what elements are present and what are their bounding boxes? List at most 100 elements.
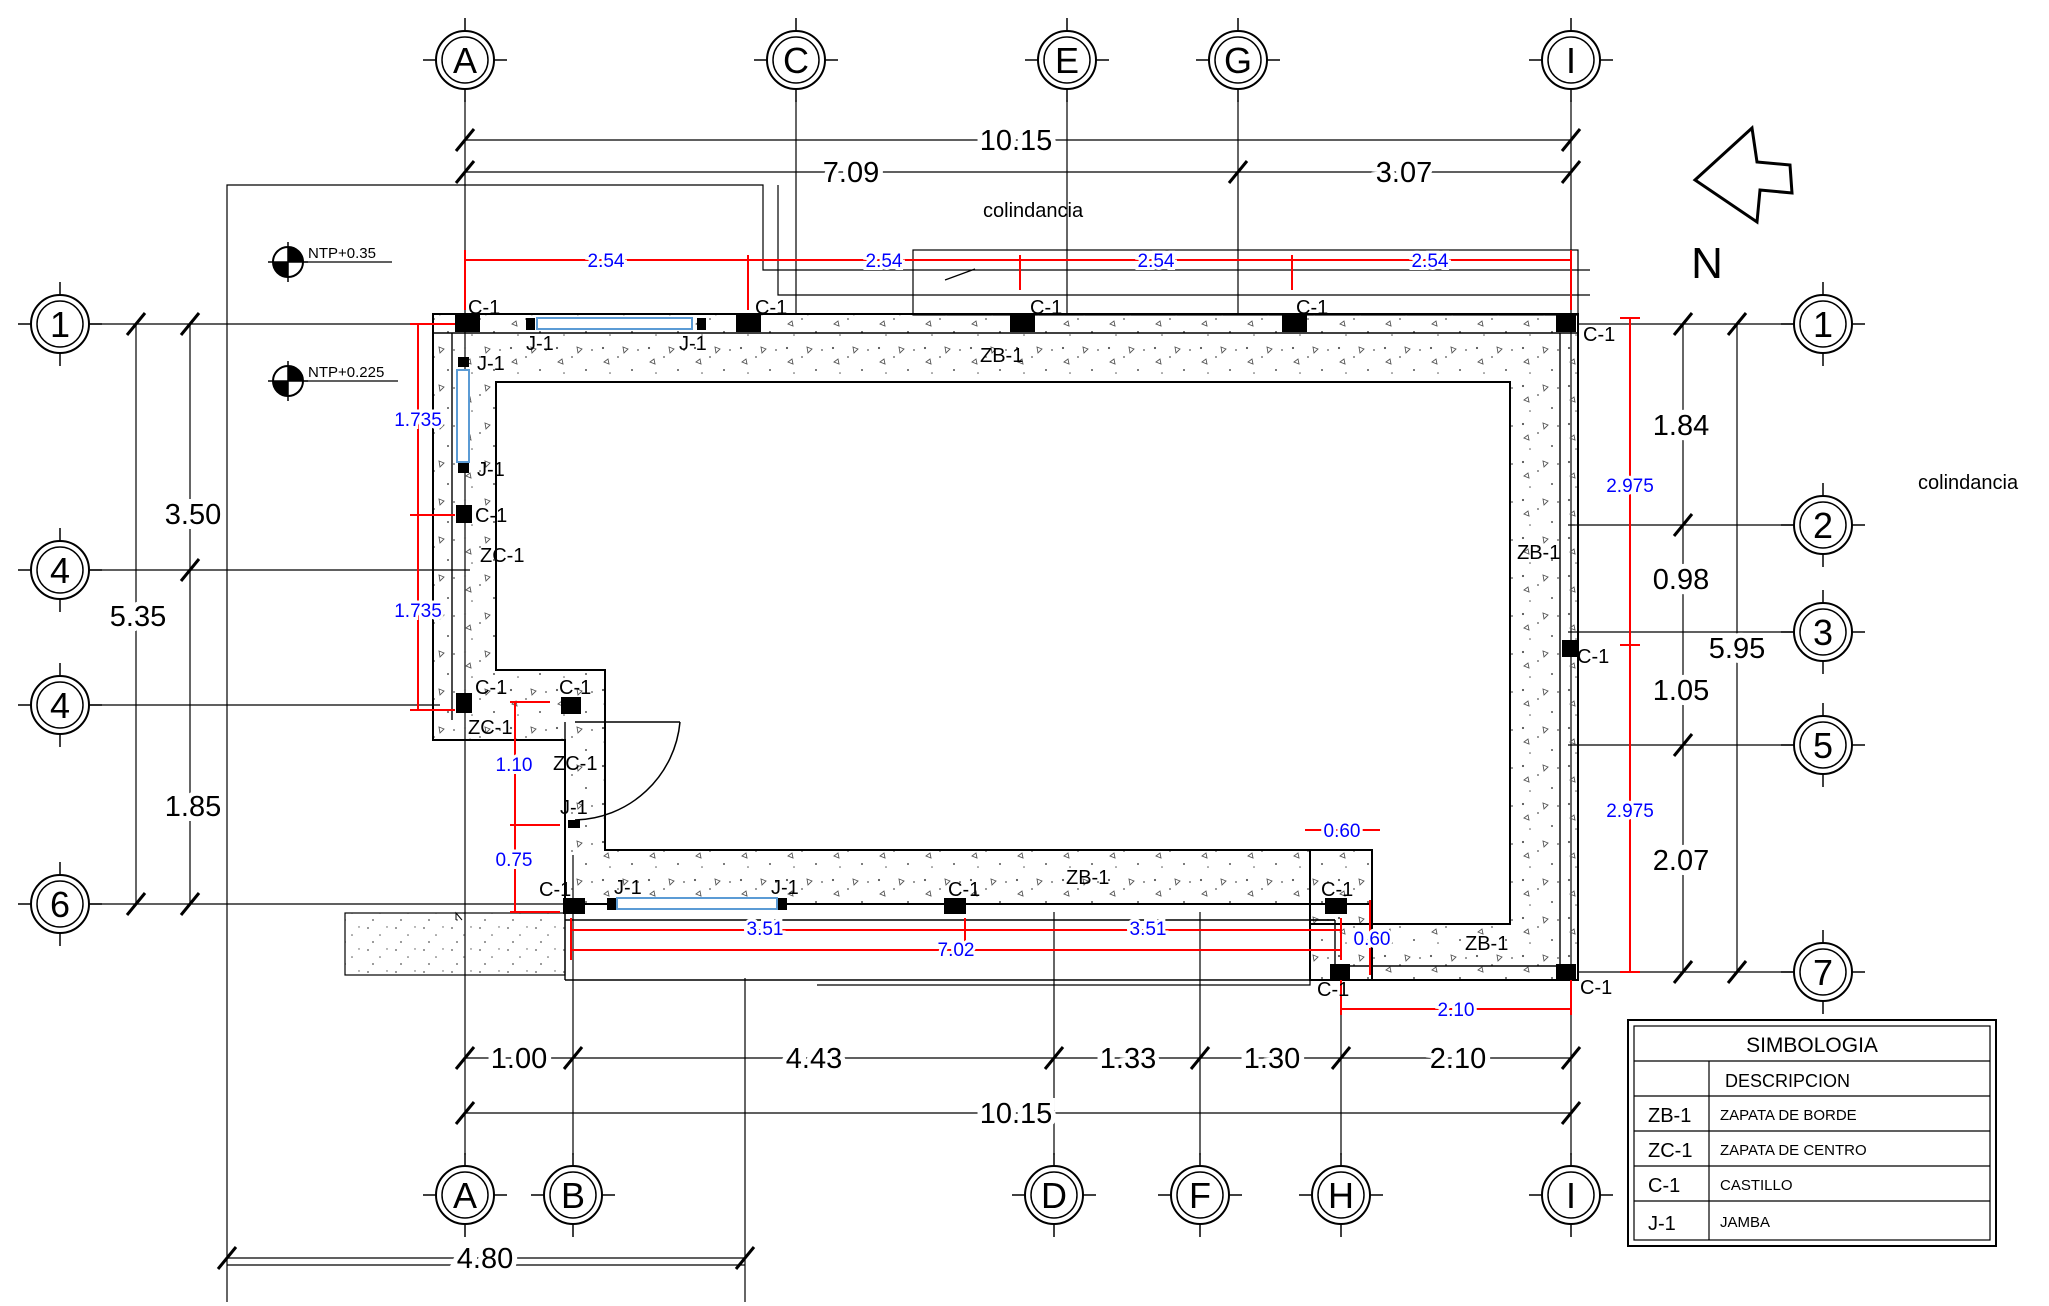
grid-bubble-bottom: H <box>1299 1153 1383 1237</box>
dim-bot-480: 4.80 <box>457 1243 513 1275</box>
tag-j1: J-1 <box>526 333 554 355</box>
tag-j1: J-1 <box>614 877 642 899</box>
column-c1 <box>1556 315 1576 332</box>
window-bottom <box>616 897 778 910</box>
grid-bubble-left: 1 <box>18 282 102 366</box>
tag-c1: C-1 <box>1583 324 1615 346</box>
element-tags: C-1 C-1 C-1 C-1 C-1 C-1 C-1 C-1 C-1 C-1 … <box>468 297 1615 1001</box>
dim-left-535: 5.35 <box>110 601 166 633</box>
colindancia-right: colindancia <box>1918 472 2019 494</box>
tag-zb1: ZB-1 <box>1066 867 1109 889</box>
dim-blue-corner-3: 2.10 <box>1438 1000 1475 1021</box>
grid-bubble-label: D <box>1041 1175 1067 1216</box>
columns <box>455 315 1578 980</box>
tag-c1: C-1 <box>1296 297 1328 319</box>
legend-code: ZB-1 <box>1648 1105 1691 1127</box>
grid-bubble-label: B <box>561 1175 585 1216</box>
grid-bubble-label: 7 <box>1813 952 1833 993</box>
grid-bubble-left: 4 <box>18 663 102 747</box>
dim-right-184: 1.84 <box>1653 410 1709 442</box>
legend-code: C-1 <box>1648 1175 1680 1197</box>
jamb-j1 <box>568 820 580 828</box>
tag-c1: C-1 <box>1030 297 1062 319</box>
dim-left-185: 1.85 <box>165 791 221 823</box>
dim-blue-bottom-1: 3.51 <box>747 919 784 940</box>
column-c1 <box>1556 964 1576 980</box>
grid-bubble-label: F <box>1189 1175 1211 1216</box>
column-c1 <box>944 898 966 914</box>
grid-bubble-label: 2 <box>1813 505 1833 546</box>
north-arrow-icon <box>1692 124 1794 225</box>
grid-bubble-label: 6 <box>50 884 70 925</box>
grid-bubble-right: 7 <box>1781 930 1865 1014</box>
column-c1 <box>456 693 472 713</box>
tag-zb1: ZB-1 <box>1517 542 1560 564</box>
column-c1 <box>563 898 585 914</box>
tag-c1: C-1 <box>1580 977 1612 999</box>
dim-top-total: 10.15 <box>980 125 1053 157</box>
dim-bot-100: 1.00 <box>491 1043 547 1075</box>
dim-blue-top-3: 2.54 <box>1138 251 1175 272</box>
legend-desc: CASTILLO <box>1720 1177 1793 1194</box>
dim-blue-bottom-2: 3.51 <box>1130 919 1167 940</box>
tag-j1: J-1 <box>771 877 799 899</box>
grid-bubble-right: 3 <box>1781 590 1865 674</box>
grid-bubble-right: 5 <box>1781 703 1865 787</box>
dim-blue-bottom-total: 7.02 <box>938 940 975 961</box>
dim-blue-top-4: 2.54 <box>1412 251 1449 272</box>
wall-lines <box>433 332 1578 981</box>
dim-blue-corner-2: 0.60 <box>1354 929 1391 950</box>
legend-code: ZC-1 <box>1648 1140 1692 1162</box>
tag-j1: J-1 <box>679 333 707 355</box>
dim-bot-total: 10.15 <box>980 1098 1053 1130</box>
red-dimensions <box>410 250 1640 1015</box>
tag-c1: C-1 <box>539 879 571 901</box>
blue-dimension-texts: 2.54 2.54 2.54 2.54 1.735 1.735 1.10 0.7… <box>391 248 1657 1024</box>
grid-bubble-label: I <box>1566 1175 1576 1216</box>
door-swing <box>574 721 681 821</box>
tag-c1: C-1 <box>468 297 500 319</box>
dim-blue-corner-1: 0.60 <box>1324 821 1361 842</box>
jamb-j1 <box>778 898 787 910</box>
grid-bubble-label: I <box>1566 40 1576 81</box>
jamb-j1 <box>458 463 469 473</box>
dim-bot-443: 4.43 <box>786 1043 842 1075</box>
legend-desc: ZAPATA DE CENTRO <box>1720 1142 1867 1159</box>
tag-j1: J-1 <box>560 797 588 819</box>
grid-bubble-left: 4 <box>18 528 102 612</box>
dim-right-207: 2.07 <box>1653 845 1709 877</box>
column-c1 <box>1282 315 1307 332</box>
grid-bubble-top: C <box>754 18 838 102</box>
dim-right-595: 5.95 <box>1709 633 1765 665</box>
tag-c1: C-1 <box>1321 879 1353 901</box>
grid-bubble-label: 1 <box>50 304 70 345</box>
dim-bot-210: 2.10 <box>1430 1043 1486 1075</box>
tag-c1: C-1 <box>475 677 507 699</box>
legend-desc: JAMBA <box>1720 1214 1770 1231</box>
tag-j1: J-1 <box>477 353 505 375</box>
colindancia-top: colindancia <box>983 200 1084 222</box>
grid-bubble-bottom: I <box>1529 1153 1613 1237</box>
tag-zb1: ZB-1 <box>1465 933 1508 955</box>
grid-bubble-top: E <box>1025 18 1109 102</box>
tag-zc1: ZC-1 <box>480 545 524 567</box>
tag-zc1: ZC-1 <box>553 753 597 775</box>
tag-zc1: ZC-1 <box>468 717 512 739</box>
grid-bubble-label: 4 <box>50 550 70 591</box>
grid-bubble-top: G <box>1196 18 1280 102</box>
tag-c1: C-1 <box>475 505 507 527</box>
grid-bubble-label: A <box>453 40 477 81</box>
level-marker-icon <box>268 242 392 282</box>
grid-bubble-label: 4 <box>50 685 70 726</box>
grid-bubble-right: 2 <box>1781 483 1865 567</box>
legend-desc: ZAPATA DE BORDE <box>1720 1107 1857 1124</box>
tag-c1: C-1 <box>559 677 591 699</box>
dim-right-105: 1.05 <box>1653 675 1709 707</box>
dim-blue-door-2: 0.75 <box>496 850 533 871</box>
dim-blue-left-2: 1.735 <box>394 601 442 622</box>
tag-zb1: ZB-1 <box>980 345 1023 367</box>
dim-blue-right-2: 2.975 <box>1606 801 1654 822</box>
window-left <box>456 369 470 463</box>
level-marker-icon <box>268 361 398 401</box>
